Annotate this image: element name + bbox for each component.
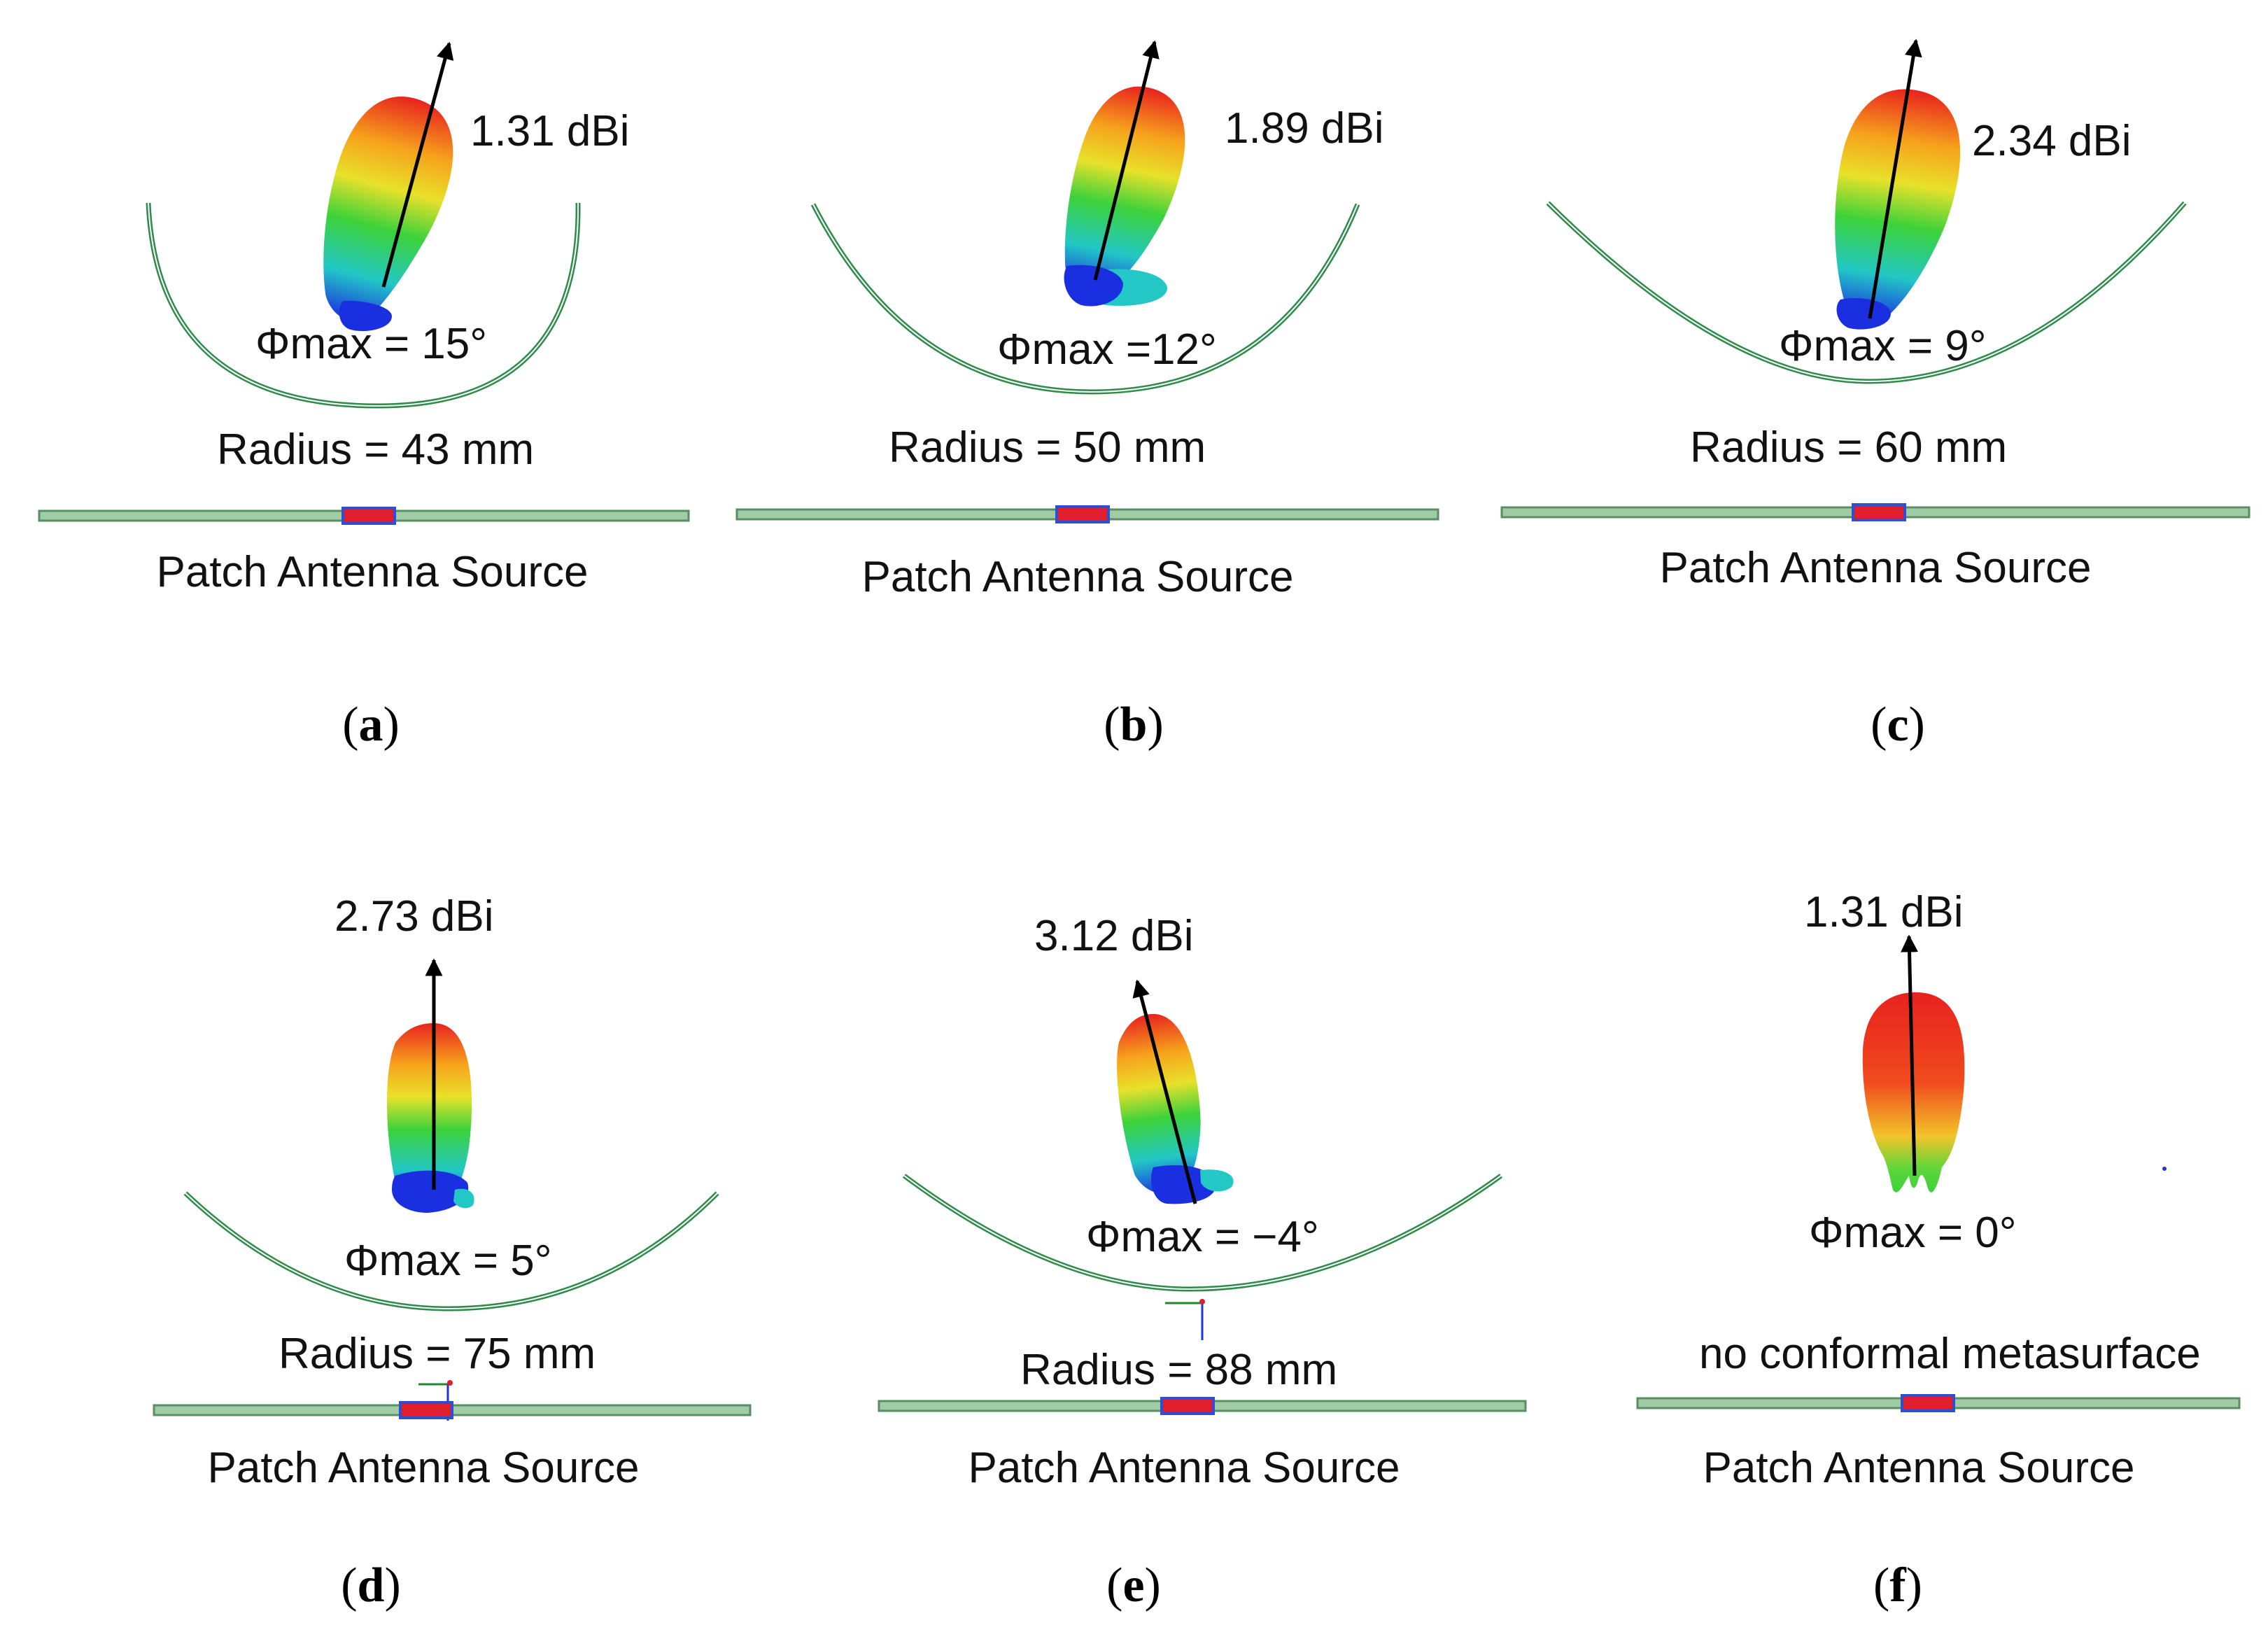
radiation-lobe-a bbox=[323, 96, 453, 323]
source-label-a: Patch Antenna Source bbox=[156, 548, 588, 596]
phi-max-label-b: Φmax =12° bbox=[997, 325, 1217, 374]
panel-b: 1.89 dBi Φmax =12° Radius = 50 mm Patch … bbox=[735, 40, 1439, 752]
back-lobe-a bbox=[339, 300, 392, 332]
source-label-b: Patch Antenna Source bbox=[861, 553, 1293, 601]
phi-max-label-f: Φmax = 0° bbox=[1809, 1209, 2017, 1257]
phi-max-label-a: Φmax = 15° bbox=[255, 320, 487, 368]
phi-max-label-c: Φmax = 9° bbox=[1779, 322, 1987, 370]
panel-c: 2.34 dBi Φmax = 9° Radius = 60 mm Patch … bbox=[1500, 38, 2251, 752]
panel-e: 3.12 dBi Φmax = −4° Radius = 88 mm Patch… bbox=[878, 912, 1527, 1612]
no-metasurface-label-f: no conformal metasurface bbox=[1699, 1330, 2201, 1378]
caption-f: (f) bbox=[1873, 1559, 1922, 1612]
gain-label-b: 1.89 dBi bbox=[1225, 104, 1384, 153]
caption-e: (e) bbox=[1106, 1559, 1161, 1612]
gain-label-c: 2.34 dBi bbox=[1972, 117, 2132, 165]
metasurface-arc-inner-a bbox=[148, 202, 579, 407]
patch-c bbox=[1852, 503, 1906, 521]
patch-b bbox=[1055, 505, 1110, 523]
max-direction-arrow-e bbox=[1132, 979, 1197, 1204]
radiation-lobe-d bbox=[386, 1023, 472, 1208]
metasurface-arc-inner-d bbox=[185, 1193, 718, 1310]
metasurface-arc-inner-b bbox=[812, 204, 1358, 393]
patch-d bbox=[399, 1401, 453, 1419]
radius-label-d: Radius = 75 mm bbox=[279, 1330, 596, 1378]
radius-label-a: Radius = 43 mm bbox=[217, 425, 534, 474]
max-direction-arrow-a bbox=[381, 41, 454, 288]
stray-dot-f bbox=[2162, 1167, 2167, 1171]
origin-marker-d bbox=[447, 1380, 453, 1386]
gain-label-e: 3.12 dBi bbox=[1034, 912, 1194, 960]
caption-b: (b) bbox=[1104, 698, 1164, 752]
back-lobe-c bbox=[1836, 298, 1891, 330]
caption-d: (d) bbox=[341, 1559, 401, 1612]
gain-label-a: 1.31 dBi bbox=[470, 107, 630, 155]
metasurface-arc-inner-c bbox=[1547, 202, 2185, 383]
radius-label-e: Radius = 88 mm bbox=[1020, 1346, 1337, 1394]
panel-d: 2.73 dBi Φmax = 5° Radius = 75 mm Patch … bbox=[153, 892, 752, 1612]
side-lobe-e bbox=[1200, 1169, 1234, 1192]
side-lobe-d bbox=[453, 1188, 474, 1209]
max-direction-arrow-c bbox=[1868, 38, 1922, 319]
radiation-lobe-c bbox=[1835, 89, 1961, 321]
panel-f: 1.31 dBi Φmax = 0° no conformal metasurf… bbox=[1636, 888, 2241, 1612]
radius-label-c: Radius = 60 mm bbox=[1690, 423, 2007, 472]
origin-marker-e bbox=[1199, 1299, 1205, 1304]
phi-max-label-d: Φmax = 5° bbox=[344, 1237, 552, 1285]
back-lobe-b bbox=[1064, 265, 1123, 307]
source-label-c: Patch Antenna Source bbox=[1659, 544, 2091, 592]
caption-a: (a) bbox=[342, 698, 400, 752]
source-label-d: Patch Antenna Source bbox=[207, 1444, 639, 1492]
patch-f bbox=[1901, 1394, 1955, 1412]
source-label-e: Patch Antenna Source bbox=[968, 1444, 1400, 1492]
gain-label-f: 1.31 dBi bbox=[1804, 888, 1964, 936]
panel-a: 1.31 dBi Φmax = 15° Radius = 43 mm Patch… bbox=[38, 41, 690, 752]
back-lobe-d bbox=[392, 1170, 469, 1213]
source-label-f: Patch Antenna Source bbox=[1703, 1444, 2134, 1492]
radiation-lobe-b bbox=[1064, 86, 1185, 293]
back-lobe-e bbox=[1150, 1165, 1217, 1204]
gain-label-d: 2.73 dBi bbox=[334, 892, 494, 941]
max-direction-arrow-b bbox=[1093, 40, 1160, 281]
radius-label-b: Radius = 50 mm bbox=[889, 423, 1206, 472]
max-direction-arrow-f bbox=[1901, 934, 1919, 1176]
patch-a bbox=[341, 507, 396, 525]
patch-e bbox=[1160, 1397, 1215, 1415]
caption-c: (c) bbox=[1871, 698, 1925, 752]
phi-max-label-e: Φmax = −4° bbox=[1086, 1213, 1319, 1261]
metasurface-arc-inner-e bbox=[903, 1175, 1502, 1290]
